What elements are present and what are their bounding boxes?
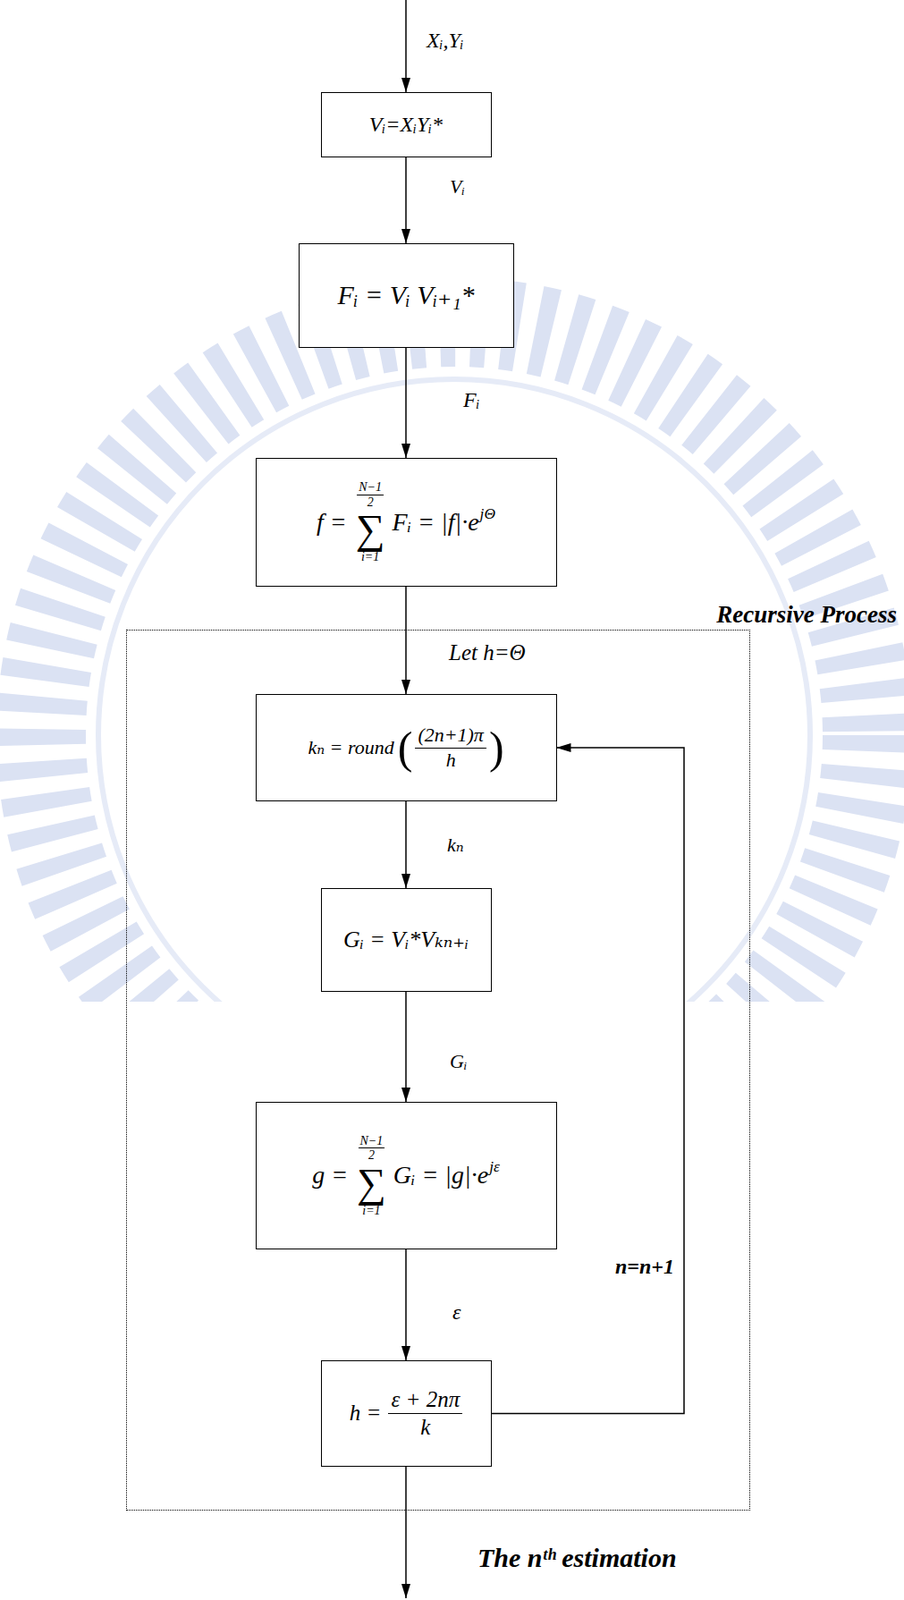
- arrow-label: Vᵢ: [447, 175, 468, 198]
- exponent: jΘ: [480, 505, 496, 523]
- process-box: h =ε + 2nπk: [321, 1360, 492, 1467]
- flow-arrow: [405, 347, 407, 458]
- fraction-denominator: k: [420, 1413, 431, 1441]
- watermark-ring: [41, 321, 868, 1002]
- fraction-numerator: (2n+1)π: [414, 723, 487, 748]
- sum-limit-numerator: N−1: [356, 480, 384, 495]
- process-box: Gᵢ = Vᵢ*Vₖₙ₊ᵢ: [321, 887, 492, 992]
- arrow-label: ε: [449, 1300, 464, 1326]
- formula-text: Gᵢ = Vᵢ*Vₖₙ₊ᵢ: [343, 926, 469, 954]
- formula-text: h =: [349, 1400, 382, 1427]
- flow-arrow: [405, 586, 407, 694]
- arrow-label: Gᵢ: [447, 1049, 470, 1073]
- parenthesis: (: [397, 725, 414, 770]
- process-box: Fᵢ = Vᵢ Vᵢ₊₁*: [298, 243, 515, 348]
- process-box: kₙ = round((2n+1)πh): [255, 693, 558, 802]
- logo-watermark: [41, 321, 868, 1002]
- formula-text: Fᵢ = |f|·e: [392, 507, 480, 536]
- formula-text: g =: [312, 1160, 348, 1190]
- arrow-label: Fᵢ: [460, 388, 482, 414]
- sum-limit-denominator: 2: [368, 1148, 375, 1162]
- sum-limit-lower: i=1: [362, 1203, 381, 1217]
- region-heading: Recursive Process: [716, 601, 897, 629]
- arrow-label: Let h=Θ: [446, 640, 529, 667]
- flow-arrow: [405, 157, 407, 244]
- flow-arrow: [405, 801, 407, 888]
- recursive-region: Recursive Processkₙ = round((2n+1)πh)Gᵢ …: [126, 629, 751, 1511]
- exponent: jε: [489, 1157, 500, 1175]
- process-box: Vᵢ=XᵢYᵢ*: [321, 92, 492, 158]
- output-label: The nᵗʰ estimation: [477, 1542, 677, 1574]
- signal-label: Xᵢ,Yᵢ: [426, 28, 465, 54]
- formula-text: kₙ = round: [307, 735, 394, 759]
- sum-limit-numerator: N−1: [358, 1133, 386, 1149]
- parenthesis: ): [489, 725, 505, 770]
- flow-arrow: [405, 1249, 407, 1361]
- formula-text: f =: [316, 507, 347, 537]
- process-box: g = N−12∑i=1 Gᵢ = |g|·ejε: [255, 1101, 558, 1250]
- formula-text: Gᵢ = |g|·e: [393, 1160, 489, 1189]
- arrow-label: kₙ: [444, 833, 467, 856]
- watermark-inner-ring: [98, 379, 811, 1002]
- sum-limit-denominator: 2: [367, 495, 374, 509]
- arrow-label: n=n+1: [612, 1254, 677, 1280]
- fraction-numerator: ε + 2nπ: [388, 1385, 463, 1414]
- output-arrow: [405, 1466, 407, 1598]
- formula-text: Fᵢ = Vᵢ Vᵢ₊₁*: [337, 279, 474, 312]
- sum-sign: ∑: [355, 508, 386, 550]
- process-box: f = N−12∑i=1 Fᵢ = |f|·ejΘ: [255, 457, 558, 587]
- formula-text: Vᵢ=XᵢYᵢ*: [369, 112, 443, 138]
- flow-arrow: [405, 991, 407, 1102]
- flow-arrow: [491, 747, 685, 1414]
- sum-sign: ∑: [356, 1162, 387, 1204]
- fraction-denominator: h: [446, 748, 457, 772]
- sum-limit-lower: i=1: [361, 549, 380, 564]
- input-arrow: [405, 0, 407, 93]
